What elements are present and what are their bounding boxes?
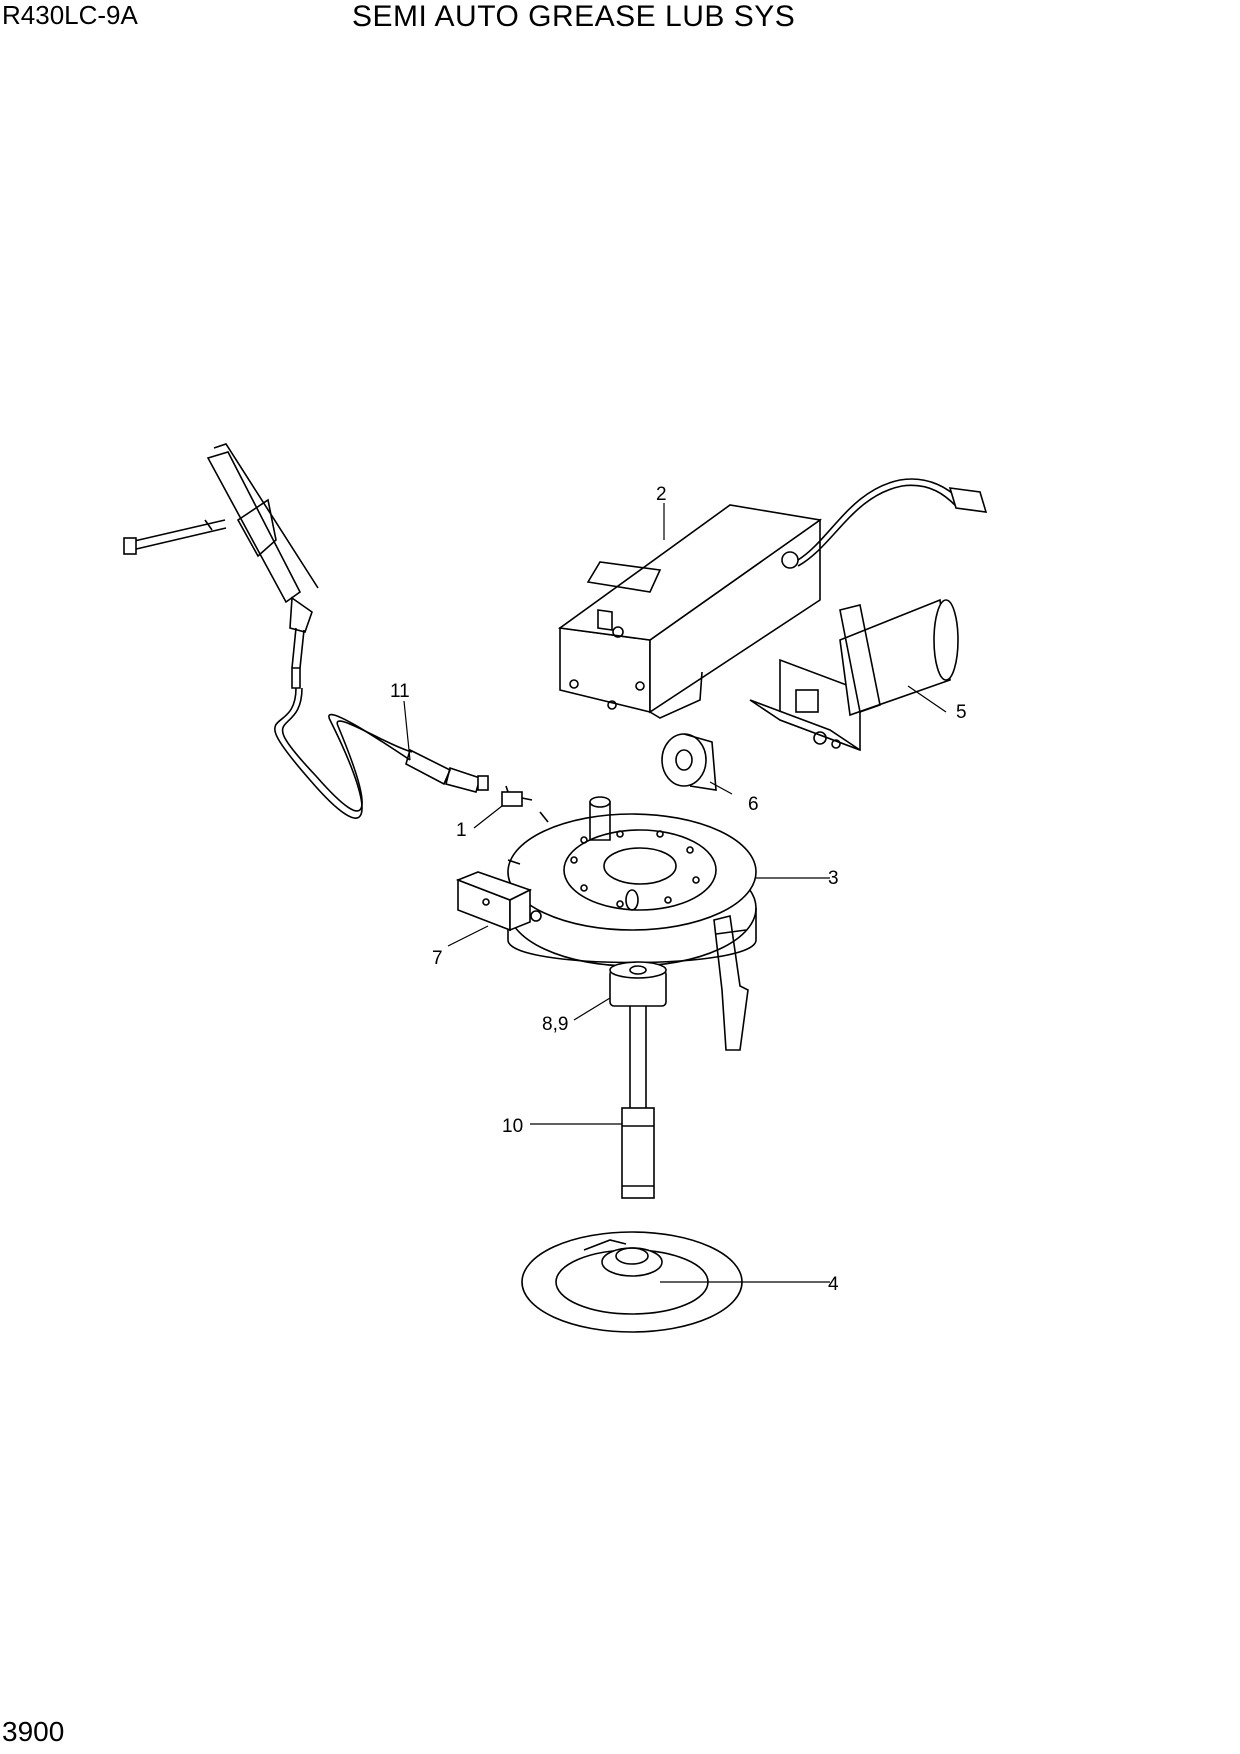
model-number: R430LC-9A (2, 0, 138, 30)
callout-2: 2 (656, 484, 667, 505)
callout-6: 6 (748, 794, 759, 815)
callout-labels: 2 5 6 11 1 3 7 8,9 10 4 (390, 484, 967, 1295)
callout-4: 4 (828, 1274, 839, 1295)
callout-5: 5 (956, 702, 967, 723)
callout-7: 7 (432, 948, 443, 969)
callout-8-9: 8,9 (542, 1014, 568, 1035)
callout-1: 1 (456, 820, 467, 841)
page-number: 3900 (2, 1716, 65, 1747)
part-4-follower-plate (521, 1231, 743, 1333)
part-8-9-10-pump-tube (609, 961, 667, 1199)
callout-11: 11 (390, 681, 410, 702)
part-3-cover-plate (507, 796, 757, 1051)
part-11-grease-gun (123, 443, 489, 819)
leader-lines (403, 503, 947, 1283)
callout-3: 3 (828, 868, 839, 889)
part-5-motor (749, 598, 959, 752)
part-1-fitting (501, 785, 533, 807)
page-title: SEMI AUTO GREASE LUB SYS (352, 0, 796, 33)
part-7-valve-block (455, 871, 542, 932)
callout-10: 10 (502, 1116, 523, 1137)
part-2-pump-box (557, 478, 988, 719)
part-6-roller (661, 733, 717, 791)
